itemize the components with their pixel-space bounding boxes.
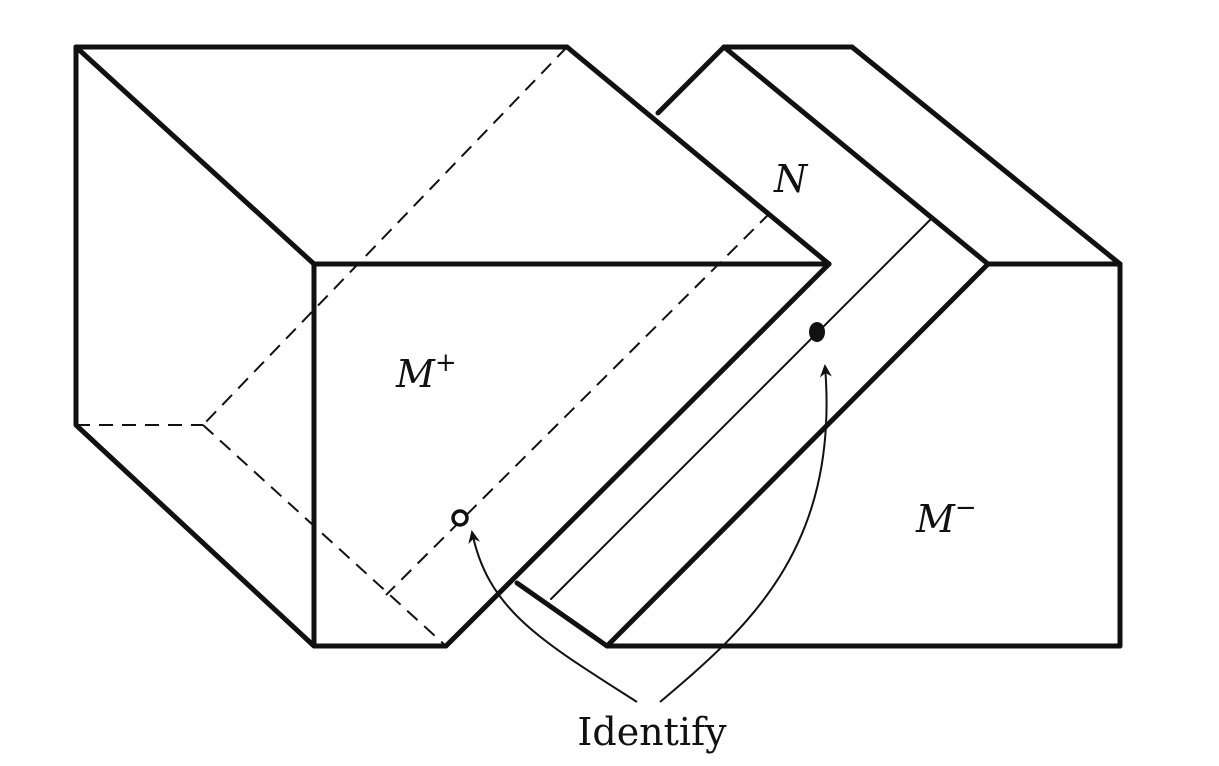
identify-arrow-left bbox=[468, 530, 638, 703]
left-block-top-back-edge bbox=[564, 44, 832, 267]
right-block-lower-left bbox=[514, 580, 610, 649]
interface-line-n bbox=[550, 218, 932, 600]
open-point bbox=[451, 509, 469, 527]
filled-point bbox=[809, 322, 825, 342]
identify-arrow-right bbox=[659, 364, 832, 703]
right-block-slope bbox=[604, 261, 991, 649]
left-block bbox=[73, 44, 832, 649]
label-m-minus: M− bbox=[915, 493, 977, 541]
right-block-top-right-diagonal bbox=[849, 44, 1123, 267]
hidden-edge-back-diagonal bbox=[202, 46, 568, 426]
label-m-plus: M+ bbox=[395, 348, 457, 396]
hidden-edge-bottom bbox=[202, 424, 447, 647]
left-block-outline bbox=[73, 44, 449, 649]
label-identify: Identify bbox=[577, 710, 727, 754]
right-block-top-left-diagonal bbox=[721, 44, 991, 267]
right-block-back-stub bbox=[655, 44, 727, 116]
left-block-top-diagonal bbox=[73, 44, 317, 267]
right-block bbox=[514, 44, 1123, 649]
label-n: N bbox=[773, 157, 809, 201]
left-block-slope bbox=[443, 261, 832, 649]
